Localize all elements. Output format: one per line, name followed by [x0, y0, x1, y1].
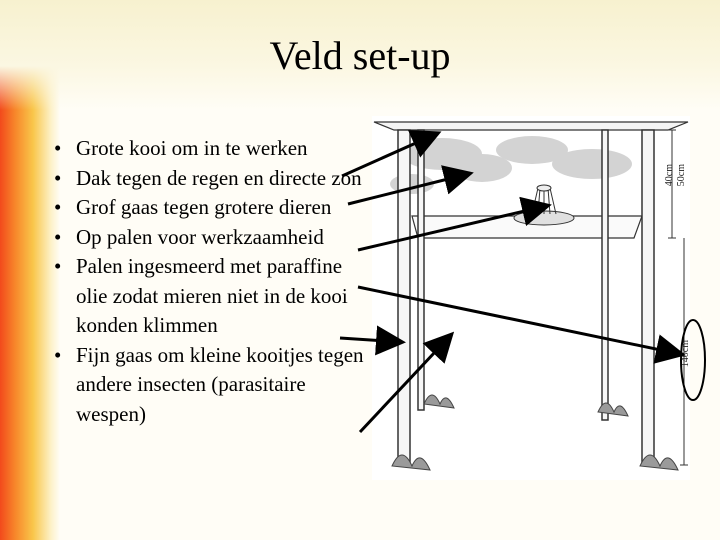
bullet-item: Grof gaas tegen grotere dieren — [48, 193, 368, 223]
arrow-roof-sun — [347, 165, 474, 206]
background-top-band — [0, 0, 720, 110]
arrow-paraffine — [339, 325, 406, 356]
bullet-item: Fijn gaas om kleine kooitjes tegen ander… — [48, 341, 368, 430]
highlight-oval — [680, 319, 706, 401]
bullet-item: Dak tegen de regen en directe zon — [48, 164, 368, 194]
arrow-poles — [357, 285, 686, 364]
bullet-item: Grote kooi om in te werken — [48, 134, 368, 164]
arrow-roof — [341, 130, 442, 178]
cage-illustration — [372, 116, 690, 480]
bullet-list: Grote kooi om in te werken Dak tegen de … — [48, 134, 368, 429]
bullet-item: Palen ingesmeerd met paraffine olie zoda… — [48, 252, 368, 341]
cage-drawing: 40cm 50cm 140cm — [372, 116, 691, 480]
arrow-mesh — [357, 196, 552, 252]
slide-title: Veld set-up — [269, 33, 451, 78]
arrow-fine-mesh — [358, 331, 455, 434]
ground-plants — [391, 394, 679, 471]
bullet-item: Op palen voor werkzaamheid — [48, 223, 368, 253]
